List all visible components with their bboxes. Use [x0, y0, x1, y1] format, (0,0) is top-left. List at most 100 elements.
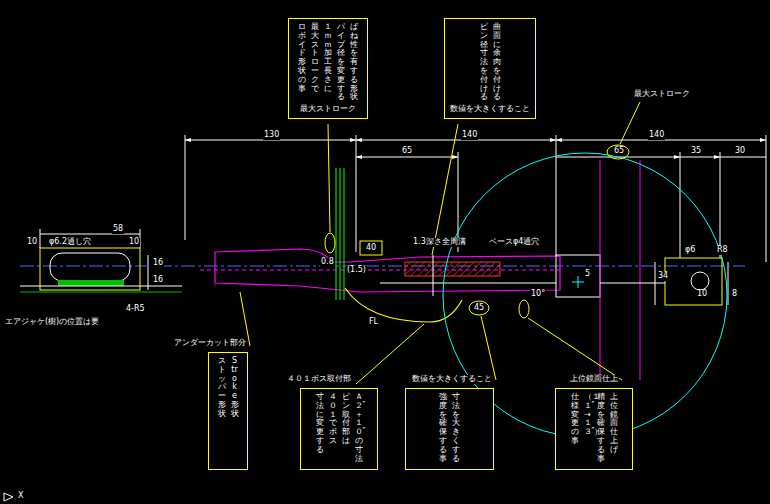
note-box: ばね性を有する形状パイプ径を変更する１ｍｍ加工長さに最大ストロークでロボイド形状…	[288, 18, 368, 119]
arrow-tick	[550, 138, 556, 142]
dimension-line	[356, 157, 458, 158]
arrow-tick	[452, 155, 458, 159]
dimension-label: 130	[263, 131, 280, 140]
arrow-tick	[556, 138, 562, 142]
dimension-label: エアジャケ(樹)の位置は要	[4, 318, 100, 327]
block	[556, 255, 600, 297]
callout-oval	[325, 233, 335, 253]
vertical-note: 寸法に変更する	[316, 393, 324, 463]
vertical-note: Stroke形状	[231, 357, 239, 419]
base-line	[20, 292, 182, 293]
extension-line	[40, 229, 41, 248]
arrow-tick	[356, 138, 362, 142]
center-line	[20, 266, 745, 267]
extension-line	[356, 135, 357, 252]
pin-hole	[691, 272, 709, 290]
vertical-note: ばね性を有する形状	[350, 23, 358, 102]
vertical-note: 仕様変更の事	[571, 393, 579, 463]
leader-line	[620, 102, 640, 144]
dimension-label: X	[17, 492, 24, 501]
vertical-note: 寸法を大きくする	[452, 393, 460, 463]
dimension-label: 40	[365, 244, 377, 253]
dimension-label: 34	[657, 272, 669, 281]
green-band	[58, 280, 124, 286]
vertical-note: ストッパー形状	[218, 357, 226, 419]
vertical-note: 精度を確保する事	[597, 393, 605, 463]
arrow-tick	[350, 138, 356, 142]
vertical-note: 上位鏡面仕上げ	[610, 393, 618, 463]
vertical-note: ピン取付部は	[342, 393, 350, 463]
note-box: 数値を大きくすること寸法を大きくする強度を確保する事	[405, 388, 494, 470]
slot	[50, 253, 130, 281]
note-box: 上位鏡面仕上上位鏡面仕上げ精度を確保する事（１１″→１３″）仕様変更の事	[555, 388, 633, 470]
note-heading: 上位鏡面仕上	[569, 375, 619, 384]
dimension-label: 10	[26, 238, 38, 247]
dimension-label: 16	[152, 259, 164, 268]
note-columns: 寸法を大きくする強度を確保する事	[439, 393, 460, 463]
dimension-label: ベースφ4通穴	[488, 238, 540, 247]
note-heading: 数値を大きくすること	[411, 375, 493, 384]
dimension-label: φ6.2通し穴	[48, 238, 92, 247]
vertical-note: 曲面に余肉を付ける	[493, 23, 501, 102]
note-heading: アンダーカット部分	[173, 339, 247, 348]
vertical-note: ４０１でボス	[329, 393, 337, 463]
note-footer: 最大ストローク	[300, 105, 356, 114]
extension-line	[556, 135, 557, 256]
dimension-label: 10°	[530, 290, 546, 299]
wall-line	[340, 168, 341, 300]
bore-line	[380, 283, 556, 284]
wall-line	[336, 168, 337, 300]
stroke-line	[600, 160, 601, 380]
note-columns: Stroke形状ストッパー形状	[218, 357, 239, 419]
dimension-label: FL	[368, 318, 379, 327]
dimension-label: 最大ストローク	[633, 90, 691, 99]
note-columns: 上位鏡面仕上げ精度を確保する事 （１１″→１３″） 仕様変更の事	[571, 393, 618, 463]
dimension-lines	[40, 135, 766, 305]
extension-line	[720, 152, 721, 258]
leader-line	[528, 318, 622, 380]
arrow-tick	[356, 155, 362, 159]
note-columns: ばね性を有する形状パイプ径を変更する１ｍｍ加工長さに最大ストロークでロボイド形状…	[298, 23, 358, 102]
extension-line	[680, 152, 681, 258]
note-columns: Ａ２″＋１０″の寸法ピン取付部は４０１でボス寸法に変更する	[316, 393, 363, 463]
dimension-label: 35	[690, 147, 702, 156]
dimension-label: 10	[128, 238, 140, 247]
note-box: ４０１ボス取付部Ａ２″＋１０″の寸法ピン取付部は４０１でボス寸法に変更する	[300, 388, 378, 470]
dimension-ticks	[185, 138, 766, 159]
extension-line	[766, 135, 767, 262]
dimension-label: 58	[112, 225, 124, 234]
dimension-label: (1.5)	[346, 266, 367, 275]
lever-axis	[200, 270, 560, 271]
center-mark	[572, 276, 584, 288]
groove-hatch	[405, 262, 500, 276]
callout-ovals	[325, 145, 629, 318]
dimension-label: 8	[731, 290, 738, 299]
base-line	[20, 286, 182, 287]
leader-line	[432, 124, 458, 255]
dimension-label: 65	[613, 147, 625, 156]
note-box: アンダーカット部分Stroke形状ストッパー形状	[208, 352, 248, 470]
dimension-line	[728, 262, 729, 305]
ucs-icon	[4, 493, 13, 501]
note-footer: 数値を大きくすること	[450, 105, 530, 114]
arrow-tick	[185, 138, 191, 142]
dimension-line	[40, 234, 140, 235]
note-columns: 曲面に余肉を付けるピン径寸法を付ける	[480, 23, 501, 102]
note-heading: ４０１ボス取付部	[286, 375, 352, 384]
vertical-note: ピン径寸法を付ける	[480, 23, 488, 102]
arrow-tick	[674, 155, 680, 159]
note-box: 曲面に余肉を付けるピン径寸法を付ける数値を大きくすること	[444, 18, 536, 119]
dimension-line	[556, 157, 766, 158]
rod-line	[600, 283, 665, 284]
dimension-label: 45	[473, 304, 485, 313]
dimension-label: 10	[696, 290, 708, 299]
vertical-note: １ｍｍ加工長さに	[324, 23, 332, 102]
leader-lines	[240, 102, 640, 384]
dimension-label: 5	[584, 270, 591, 279]
vertical-note: ロボイド形状の事	[298, 23, 306, 102]
vertical-note: （１１″→１３″）	[584, 393, 592, 463]
dimension-label: 65	[401, 147, 413, 156]
dimension-box	[360, 241, 382, 255]
stroke-line	[640, 160, 641, 380]
arrow-tick	[760, 138, 766, 142]
